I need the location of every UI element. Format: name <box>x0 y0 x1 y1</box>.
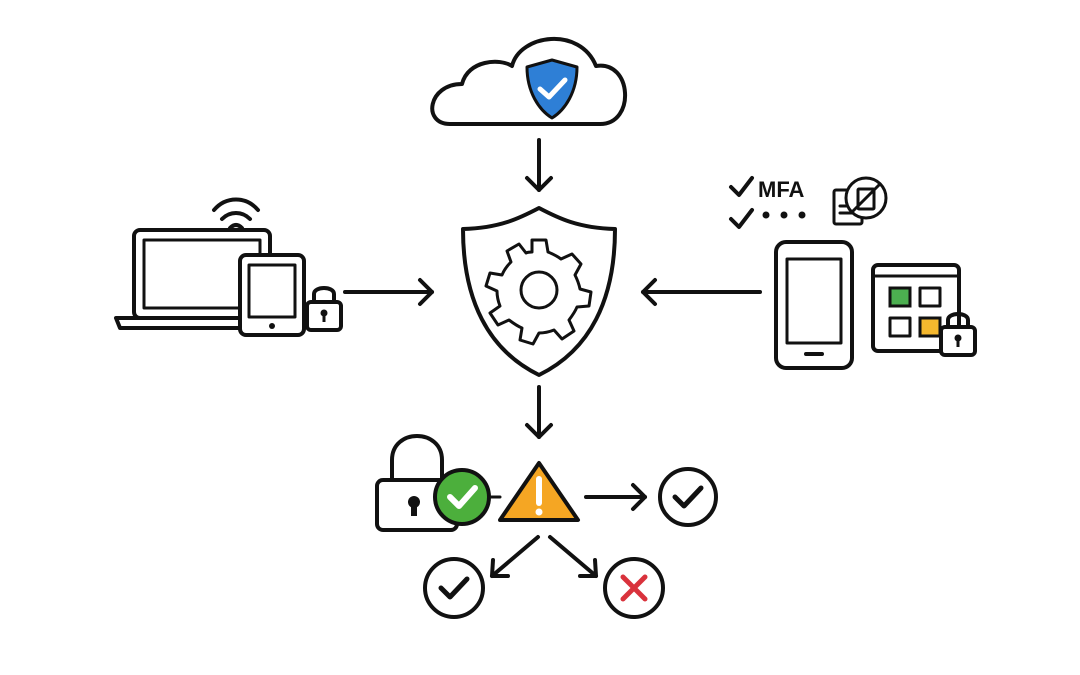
arrow-policy-to-decision <box>525 385 553 439</box>
arrow-decision-to-allow <box>584 483 647 511</box>
blue-shield-icon <box>525 58 579 120</box>
gear-icon <box>484 238 593 346</box>
arrow-mfa-to-policy <box>641 278 762 306</box>
tablet-icon <box>238 253 306 337</box>
warning-triangle-icon <box>498 461 580 522</box>
laptop-tablet-lock-icon <box>114 197 343 337</box>
check-circle-icon-bottom <box>423 557 485 619</box>
mfa-label: MFA <box>758 177 805 202</box>
no-document-icon <box>832 176 888 226</box>
arrow-decision-to-allow-bottom <box>490 535 540 578</box>
mfa-checklist: MFA <box>729 176 806 229</box>
green-check-badge <box>433 468 491 526</box>
arrow-decision-to-deny <box>548 535 598 578</box>
check-circle-icon-right <box>658 467 718 527</box>
small-lock-icon <box>305 286 343 332</box>
x-circle-icon <box>603 557 665 619</box>
smartphone-icon <box>774 240 854 370</box>
padlock-check-icon <box>375 434 491 532</box>
shield-gear-icon <box>461 206 617 377</box>
arrow-cloud-to-policy <box>525 138 553 192</box>
keypad-small-lock-icon <box>939 312 977 357</box>
wifi-icon <box>212 197 260 230</box>
keypad-lock-icon <box>871 263 977 357</box>
arrow-devices-to-policy <box>343 278 434 306</box>
cloud-shield-check-icon <box>430 37 627 126</box>
